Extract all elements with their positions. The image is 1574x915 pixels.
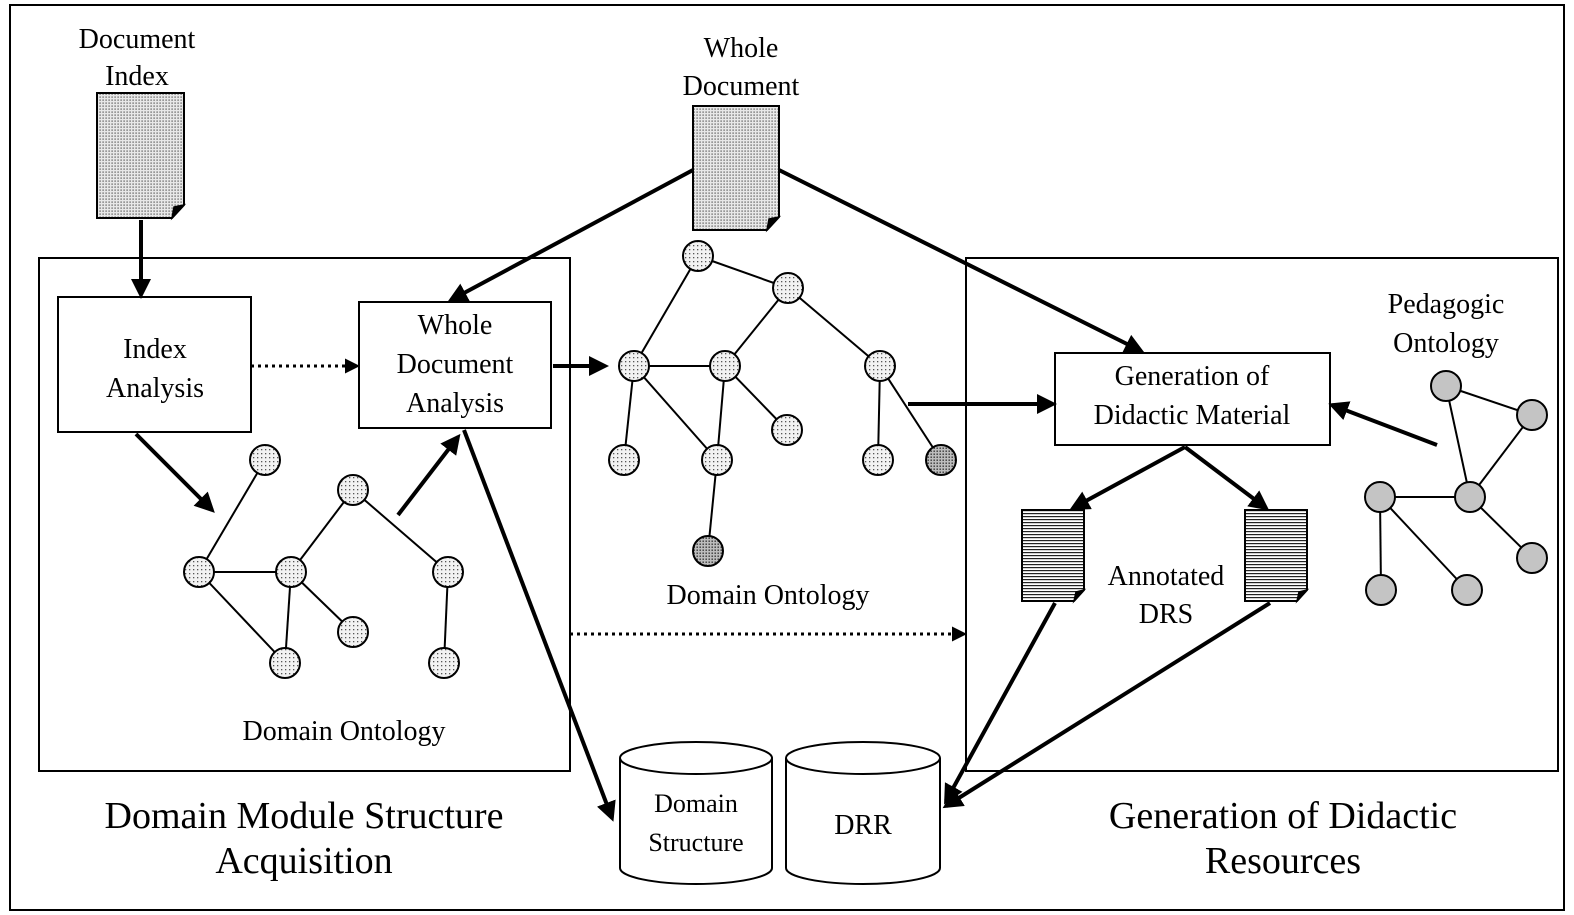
tree-node [432, 556, 464, 588]
domain-ontology-center-label: Domain Ontology [667, 580, 870, 611]
tree-node [709, 350, 741, 382]
document-index-icon [96, 92, 185, 219]
tree-node [1365, 574, 1397, 606]
gdm-label-line2: Didactic Material [1094, 400, 1291, 431]
arrow-whole-doc-to-generation [778, 168, 1145, 353]
annotated-drs-label-line2: DRS [1139, 599, 1193, 630]
arrow-drs-right-to-drr [942, 601, 1272, 809]
tree-node-highlighted [692, 535, 724, 567]
whole-document-icon [692, 105, 780, 231]
tree-node [1451, 574, 1483, 606]
annotated-drs-label-line1: Annotated [1108, 561, 1225, 592]
pedagogic-ontology-tree [1364, 370, 1548, 606]
arrow-drs-left-to-drr [944, 602, 1057, 805]
domain-module-frame [38, 257, 571, 772]
whole-document: Whole Document [683, 33, 800, 233]
tree-node [772, 272, 804, 304]
wda-label-line2: Document [397, 349, 514, 380]
tree-node [771, 414, 803, 446]
tree-node [608, 444, 640, 476]
tree-node [1516, 542, 1548, 574]
domain-module-title-line2: Acquisition [215, 840, 392, 882]
document-index-label-line1: Document [79, 24, 196, 55]
domain-structure-label-line2: Structure [648, 828, 743, 857]
flow-arrows [131, 168, 1438, 822]
tree-node-highlighted [925, 444, 957, 476]
tree-node [183, 556, 215, 588]
tree-node [864, 350, 896, 382]
arrow-ontology-to-wda [396, 433, 461, 517]
drr-label: DRR [834, 810, 892, 841]
whole-document-analysis-box: Whole Document Analysis [358, 301, 552, 429]
wda-label-line1: Whole [418, 310, 493, 341]
index-analysis-box: Index Analysis [57, 296, 252, 433]
domain-ontology-tree-center [608, 240, 957, 567]
arrow-generation-to-drs-left [1069, 445, 1186, 510]
tree-node [337, 616, 369, 648]
index-analysis-label-line1: Index [123, 334, 187, 365]
tree-node [1364, 481, 1396, 513]
tree-node [682, 240, 714, 272]
tree-node [337, 474, 369, 506]
domain-module-title-line1: Domain Module Structure [105, 795, 504, 837]
generation-of-didactic-material-box: Generation of Didactic Material [1054, 352, 1331, 446]
arrow-whole-doc-to-wda [447, 168, 694, 302]
document-index: Document Index [79, 24, 196, 221]
tree-node [1430, 370, 1462, 402]
document-index-label-line2: Index [105, 61, 169, 92]
domain-structure-database: Domain Structure [619, 741, 773, 885]
arrow-pedagogic-to-generation [1328, 401, 1438, 447]
annotated-drs-documents: Annotated DRS [1021, 509, 1310, 630]
whole-document-label-line2: Document [683, 71, 800, 102]
tree-node [249, 444, 281, 476]
tree-node [428, 647, 460, 679]
wda-label-line3: Analysis [406, 388, 504, 419]
domain-structure-label-line1: Domain [654, 789, 738, 818]
generation-module-frame [965, 257, 1559, 772]
tree-node [1516, 399, 1548, 431]
outer-frame [9, 4, 1565, 911]
tree-node [269, 647, 301, 679]
pedagogic-ontology-label-line1: Pedagogic [1388, 289, 1505, 320]
tree-node [1454, 481, 1486, 513]
arrow-generation-to-drs-right [1183, 445, 1270, 511]
domain-ontology-left-label: Domain Ontology [243, 716, 446, 747]
generation-module-title-line1: Generation of Didactic [1109, 795, 1457, 837]
generation-module-title-line2: Resources [1205, 840, 1361, 882]
annotated-drs-doc-right [1244, 509, 1308, 602]
domain-ontology-tree-left [183, 444, 464, 679]
tree-node [862, 444, 894, 476]
annotated-drs-doc-left [1021, 509, 1085, 602]
whole-document-label-line1: Whole [704, 33, 779, 64]
gdm-label-line1: Generation of [1115, 361, 1270, 392]
arrow-index-analysis-to-ontology [134, 432, 215, 513]
tree-node [275, 556, 307, 588]
drr-database: DRR [785, 741, 941, 885]
index-analysis-label-line2: Analysis [106, 373, 204, 404]
tree-node [701, 444, 733, 476]
pedagogic-ontology-label-line2: Ontology [1393, 328, 1499, 359]
tree-node [618, 350, 650, 382]
arrow-wda-to-domain-structure [462, 429, 616, 822]
